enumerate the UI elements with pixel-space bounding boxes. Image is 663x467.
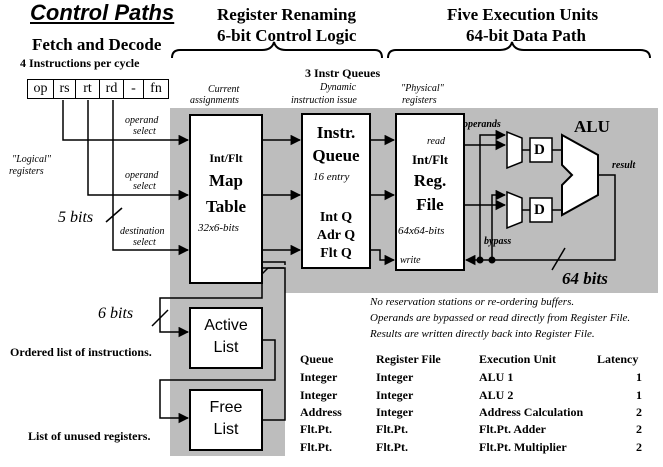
- table-cell: 2: [636, 440, 642, 454]
- label-logical-registers: registers: [9, 166, 44, 177]
- table-header-queue: Queue: [300, 352, 334, 366]
- map-table-box: [189, 114, 263, 284]
- table-cell: 2: [636, 422, 642, 436]
- field-op: op: [27, 79, 53, 99]
- reg-file-line1: Int/Flt: [411, 152, 449, 167]
- queue-int-q: Int Q: [319, 210, 353, 225]
- header-fetch: Fetch and Decode: [32, 35, 162, 54]
- queue-line2: Queue: [312, 146, 360, 165]
- header-fetch-sub: 4 Instructions per cycle: [20, 56, 140, 70]
- field-rt: rt: [75, 79, 99, 99]
- queue-line1: Instr.: [316, 123, 356, 142]
- brace-execution-units: [387, 41, 651, 59]
- header-renaming-1: Register Renaming: [217, 5, 356, 24]
- label-five-bits: 5 bits: [58, 209, 94, 226]
- label-logical: "Logical": [12, 154, 51, 165]
- free-list-caption: List of unused registers.: [28, 429, 151, 443]
- header-renaming-2: 6-bit Control Logic: [217, 26, 357, 45]
- field-rd: rd: [99, 79, 123, 99]
- reg-file-line2: Reg.: [413, 171, 447, 190]
- label-result: result: [612, 160, 636, 171]
- label-dynamic: Dynamic: [320, 82, 357, 93]
- label-operand-2a: operand: [125, 170, 159, 181]
- table-header-register-file: Register File: [376, 352, 441, 366]
- table-cell: 2: [636, 405, 642, 419]
- table-cell: Flt.Pt.: [300, 440, 332, 454]
- label-operands: operands: [463, 119, 501, 130]
- label-registers: registers: [402, 95, 437, 106]
- active-list-caption: Ordered list of instructions.: [10, 345, 152, 359]
- label-alu: ALU: [574, 117, 610, 136]
- table-header-latency: Latency: [597, 352, 639, 366]
- label-destination-a: destination: [120, 226, 165, 237]
- label-physical: "Physical": [401, 83, 444, 94]
- label-bypass: bypass: [484, 236, 512, 247]
- table-cell: Integer: [300, 388, 338, 402]
- free-list-line1: Free: [209, 399, 243, 416]
- reg-file-box: [395, 113, 465, 271]
- map-table-line1: Int/Flt: [209, 151, 243, 165]
- active-list-box: [189, 307, 263, 369]
- d-latch-lower: [529, 197, 553, 223]
- table-header-execution-unit: Execution Unit: [479, 352, 557, 366]
- d-latch-upper: [529, 137, 553, 163]
- header-execution-2: 64-bit Data Path: [466, 26, 586, 45]
- label-six-bits: 6 bits: [98, 305, 134, 322]
- table-cell: Flt.Pt.: [376, 440, 408, 454]
- mux-lower: [506, 190, 523, 230]
- note-1: No reservation stations or re-ordering b…: [370, 296, 575, 308]
- table-cell: Integer: [376, 370, 414, 384]
- label-sixty-four-bits: 64 bits: [562, 269, 608, 288]
- table-cell: Address Calculation: [479, 405, 584, 419]
- label-issue: instruction issue: [291, 95, 357, 106]
- header-execution-1: Five Execution Units: [447, 5, 599, 24]
- label-operand-1a: operand: [125, 115, 159, 126]
- table-cell: 1: [636, 388, 642, 402]
- queue-entries: 16 entry: [313, 171, 350, 183]
- table-cell: Flt.Pt. Adder: [479, 422, 546, 436]
- field-fn: fn: [143, 79, 169, 99]
- table-cell: Address: [300, 405, 342, 419]
- mux-upper: [506, 130, 523, 170]
- table-cell: 1: [636, 370, 642, 384]
- label-current: Current: [208, 84, 240, 95]
- alu-shape: [561, 133, 599, 217]
- table-cell: Flt.Pt.: [376, 422, 408, 436]
- queues-title: 3 Instr Queues: [305, 66, 381, 80]
- label-assignments: assignments: [190, 95, 239, 106]
- table-cell: Integer: [376, 405, 414, 419]
- reg-file-line3: File: [416, 195, 444, 214]
- note-3: Results are written directly back into R…: [370, 328, 595, 340]
- map-table-line3: Table: [205, 197, 246, 216]
- field-shamt: -: [123, 79, 143, 99]
- reg-file-size: 64x64-bits: [398, 225, 445, 237]
- label-operand-1b: select: [133, 126, 156, 137]
- label-d-upper: D: [534, 142, 545, 158]
- brace-register-renaming: [171, 41, 383, 59]
- table-cell: Integer: [376, 388, 414, 402]
- label-read: read: [427, 136, 445, 147]
- map-table-line2: Map: [209, 171, 243, 190]
- queue-flt-q: Flt Q: [320, 246, 352, 261]
- label-d-lower: D: [534, 202, 545, 218]
- field-rs: rs: [53, 79, 75, 99]
- active-list-line1: Active: [204, 317, 248, 334]
- table-cell: Flt.Pt.: [300, 422, 332, 436]
- map-table-size: 32x6-bits: [198, 222, 239, 234]
- instr-queue-box: [301, 113, 371, 269]
- page-title: Control Paths: [30, 0, 175, 25]
- label-operand-2b: select: [133, 181, 156, 192]
- free-list-line2: List: [213, 421, 239, 438]
- table-cell: ALU 1: [479, 370, 514, 384]
- label-write: write: [400, 255, 421, 266]
- queue-adr-q: Adr Q: [316, 228, 356, 243]
- table-cell: ALU 2: [479, 388, 514, 402]
- label-destination-b: select: [133, 237, 156, 248]
- table-cell: Integer: [300, 370, 338, 384]
- note-2: Operands are bypassed or read directly f…: [370, 312, 631, 324]
- active-list-line2: List: [213, 339, 239, 356]
- table-cell: Flt.Pt. Multiplier: [479, 440, 567, 454]
